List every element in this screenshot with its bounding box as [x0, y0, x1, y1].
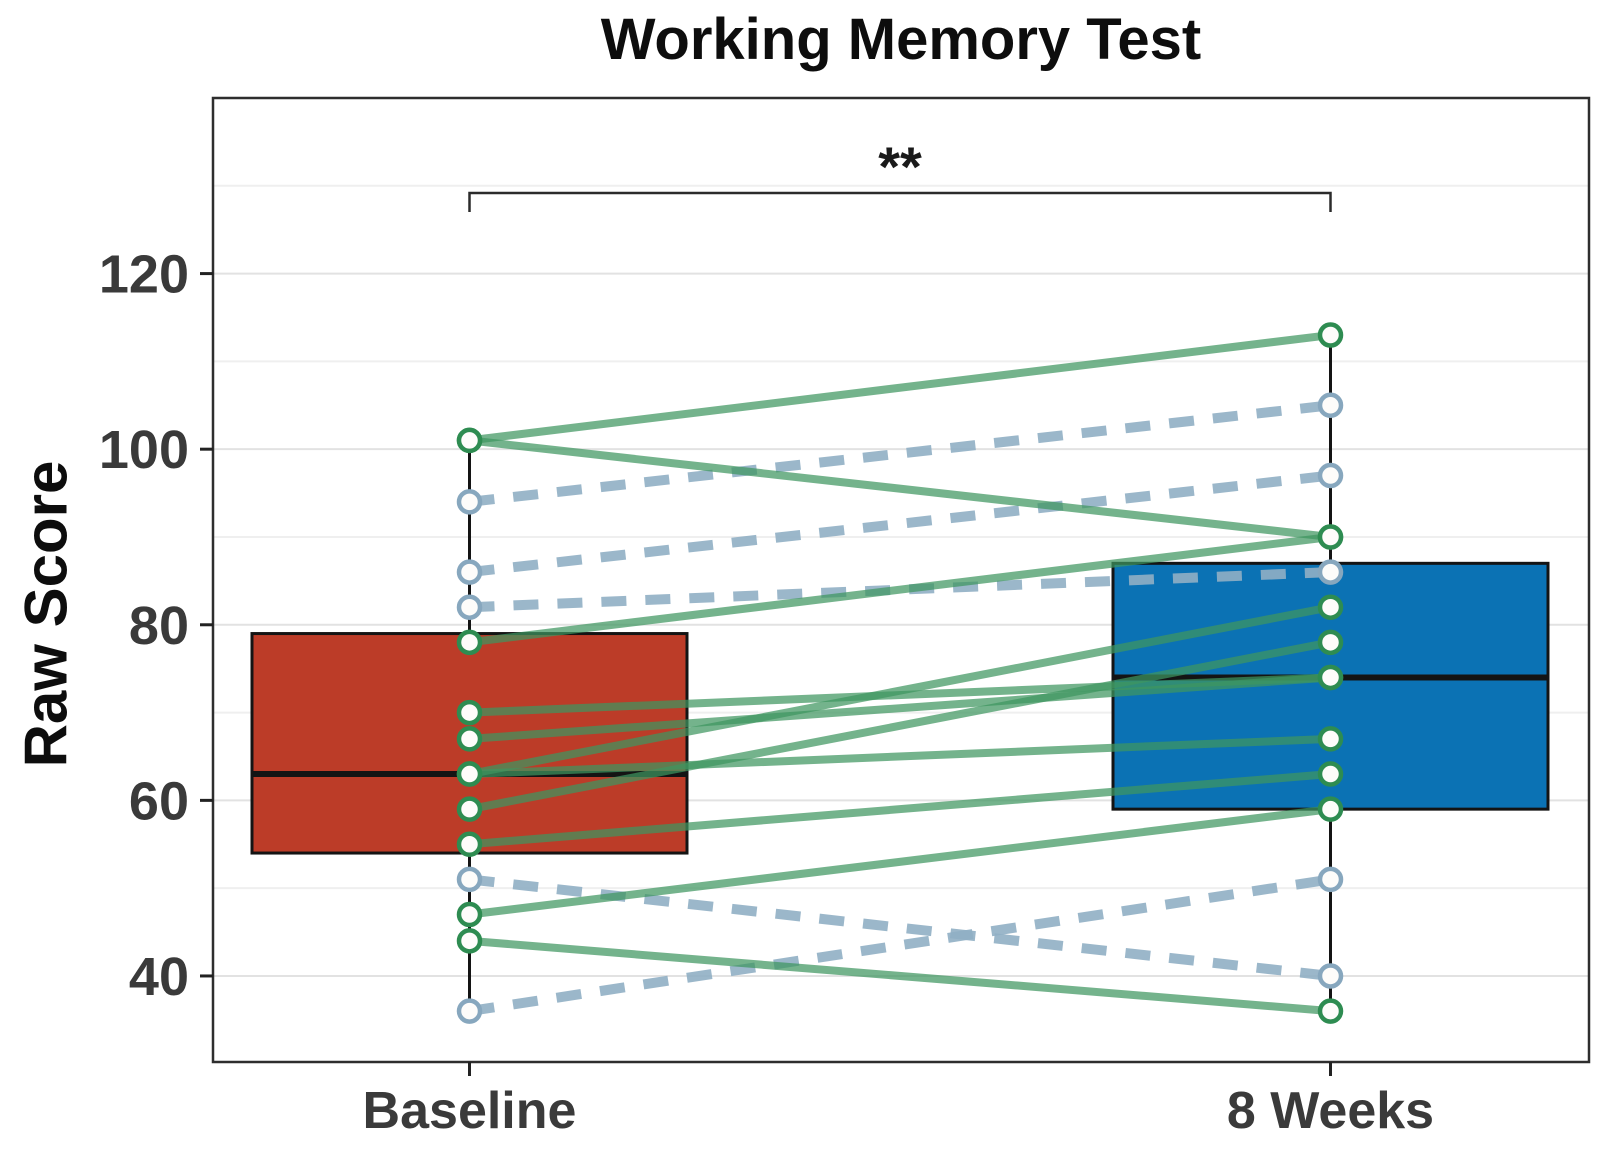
data-point [456, 866, 483, 893]
data-point [456, 901, 483, 928]
data-point [456, 796, 483, 822]
subject-line-dashed [468, 874, 1332, 1017]
data-point [456, 928, 483, 954]
subject-line-dashed [468, 874, 1332, 981]
y-tick-label: 80 [129, 596, 189, 656]
y-tick-label: 100 [99, 420, 189, 480]
data-point [1317, 594, 1344, 620]
subject-line-solid [469, 673, 1331, 743]
data-point [456, 831, 483, 858]
data-point [456, 427, 483, 454]
data-point [1317, 392, 1344, 419]
subject-line-solid [469, 805, 1331, 919]
subject-line-solid [468, 603, 1332, 778]
data-point [456, 998, 483, 1024]
data-point [1317, 559, 1344, 585]
data-point [1317, 664, 1344, 691]
data-point [1317, 866, 1344, 893]
y-tick-label: 120 [99, 245, 189, 305]
subject-line-solid [469, 673, 1331, 717]
data-point [1317, 761, 1344, 787]
data-point [456, 559, 483, 585]
subject-line-dashed [468, 400, 1332, 507]
data-point [456, 761, 483, 787]
subject-line-solid [469, 331, 1331, 445]
data-point [456, 699, 483, 726]
data-point [1317, 462, 1344, 489]
data-point [1317, 998, 1344, 1024]
significance-stars: ** [878, 135, 922, 198]
subject-line-solid [469, 734, 1331, 779]
subject-line-dashed [468, 470, 1332, 578]
subject-line-dashed [469, 567, 1331, 613]
data-point [1317, 726, 1344, 752]
data-point [456, 594, 483, 620]
subject-line-solid [469, 436, 1331, 541]
chart-title: Working Memory Test [600, 7, 1202, 72]
data-point [1317, 524, 1344, 550]
data-point [1317, 629, 1344, 656]
panel-border [211, 96, 1591, 1064]
y-tick-label: 40 [129, 947, 189, 1007]
data-point [456, 629, 483, 656]
subject-line-solid [469, 936, 1331, 1016]
subject-line-solid [468, 638, 1332, 814]
y-tick-label: 60 [129, 771, 189, 831]
subject-line-solid [469, 533, 1331, 647]
x-tick-label-8-weeks: 8 Weeks [1227, 1082, 1434, 1140]
data-point [456, 489, 483, 515]
subject-line-solid [469, 770, 1331, 849]
data-point [456, 726, 483, 752]
x-tick-label-baseline: Baseline [363, 1082, 577, 1140]
data-point [1317, 322, 1344, 348]
significance-bracket [468, 191, 1332, 212]
data-point [1317, 963, 1344, 989]
data-point [1317, 796, 1344, 822]
